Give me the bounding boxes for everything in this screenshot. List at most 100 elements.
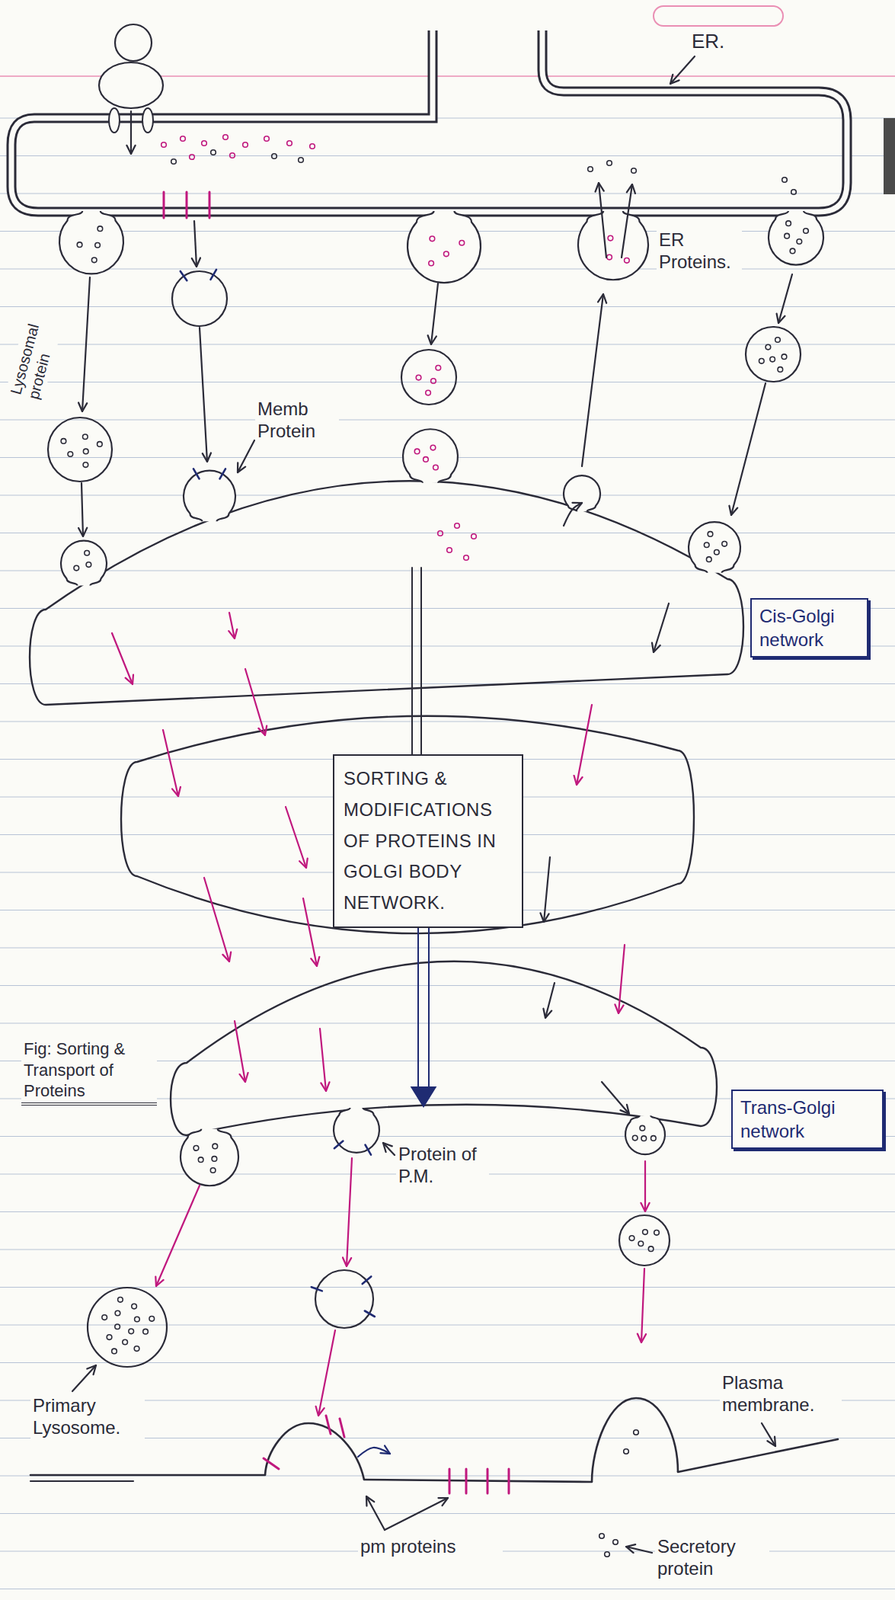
protein-dot: [651, 1135, 657, 1142]
arrow: [601, 1081, 630, 1114]
notebook-paper: [0, 6, 895, 1589]
figure-caption: Fig: Sorting & Transport of Proteins: [21, 1037, 157, 1106]
protein-dot: [428, 260, 435, 266]
membrane-protein: [326, 1415, 331, 1434]
membrane-protein: [311, 1286, 323, 1291]
protein-dot: [83, 448, 89, 454]
protein-dot: [211, 1156, 218, 1162]
vesicle-bud: [333, 1107, 380, 1153]
protein-dot: [128, 1328, 135, 1334]
arrow: [626, 1546, 653, 1553]
arrow: [245, 668, 266, 736]
arrow: [581, 294, 604, 467]
membrane-protein: [180, 271, 188, 281]
membrane-protein: [362, 1275, 371, 1284]
vesicle-bud: [768, 210, 824, 266]
membrane-protein: [448, 1468, 451, 1493]
protein-dot: [791, 189, 797, 195]
arrow: [731, 383, 766, 515]
protein-dot: [83, 434, 89, 440]
arrow: [366, 1495, 385, 1530]
protein-dot: [777, 367, 784, 373]
membrane-protein: [364, 1310, 375, 1317]
arrow: [563, 502, 582, 526]
arrow: [618, 944, 625, 1014]
protein-dot: [143, 1328, 149, 1334]
arrow: [318, 1329, 336, 1416]
arrow: [641, 1268, 645, 1343]
arrow: [204, 877, 230, 962]
pink-scribble: [653, 6, 784, 26]
protein-dot: [149, 1316, 155, 1322]
ruled-line: [0, 1248, 895, 1250]
protein-dot: [789, 248, 796, 254]
golgi-cisterna: [121, 716, 694, 934]
protein-dot: [106, 1334, 112, 1340]
membrane-protein: [486, 1468, 490, 1493]
annotation-label: Lysosomal protein: [5, 312, 64, 403]
arrow: [621, 184, 633, 258]
ruled-line: [0, 569, 895, 571]
annotation-label: Primary Lysosome.: [30, 1393, 145, 1440]
protein-dot: [648, 1246, 654, 1252]
protein-dot: [430, 444, 436, 451]
arrow: [229, 612, 235, 639]
protein-dot: [613, 1539, 619, 1545]
arrow: [644, 1160, 646, 1212]
ruled-line: [0, 1588, 895, 1589]
protein-dot: [423, 457, 429, 463]
protein-dot: [638, 1240, 644, 1247]
shaft-line: [417, 927, 419, 1089]
page-edge: [883, 118, 895, 195]
shaft-arrowhead: [411, 1086, 436, 1107]
protein-dot: [298, 157, 304, 164]
membrane-protein: [210, 269, 218, 280]
arrow: [156, 1185, 200, 1286]
protein-dot: [632, 1134, 638, 1141]
protein-dot: [134, 1345, 140, 1352]
membrane-protein: [263, 1457, 279, 1469]
protein-dot: [118, 1297, 124, 1303]
membrane-protein: [193, 468, 200, 479]
arrow: [303, 898, 317, 966]
vesicle: [87, 1287, 167, 1367]
vesicle-bud: [688, 521, 741, 573]
arrow: [431, 283, 438, 345]
vesicle: [745, 326, 801, 382]
ruled-line: [0, 418, 895, 420]
protein-dot: [607, 235, 614, 241]
arrow: [319, 1028, 327, 1091]
protein-dot: [607, 254, 613, 260]
membrane-protein: [163, 191, 166, 218]
ribosome-small: [115, 24, 152, 61]
protein-dot: [212, 1143, 218, 1149]
protein-dot: [444, 251, 450, 257]
shaft-line: [420, 567, 422, 755]
protein-dot: [264, 136, 270, 142]
protein-dot: [770, 356, 776, 362]
protein-dot: [131, 1303, 138, 1309]
endoplasmic-reticulum: [11, 24, 848, 218]
vesicle-bud: [407, 210, 481, 283]
protein-dot: [588, 166, 594, 173]
arrow: [163, 729, 179, 796]
arrow: [130, 111, 132, 154]
arrow: [653, 603, 669, 653]
ruled-line: [0, 1361, 895, 1363]
membrane-protein: [208, 191, 211, 218]
protein-dot: [161, 142, 167, 148]
protein-dot: [706, 556, 712, 563]
vesicle-bud: [183, 470, 236, 522]
protein-dot: [198, 1157, 204, 1163]
membrane-protein: [465, 1468, 468, 1493]
protein-dot: [134, 1316, 141, 1322]
plasma-membrane: [677, 1438, 838, 1472]
protein-dot: [714, 549, 720, 555]
vesicle-bud: [59, 210, 124, 274]
vesicle-bud: [180, 1128, 239, 1186]
vesicle: [172, 271, 227, 327]
protein-dot: [631, 168, 637, 174]
arrow: [545, 982, 555, 1018]
protein-dot: [784, 233, 790, 239]
